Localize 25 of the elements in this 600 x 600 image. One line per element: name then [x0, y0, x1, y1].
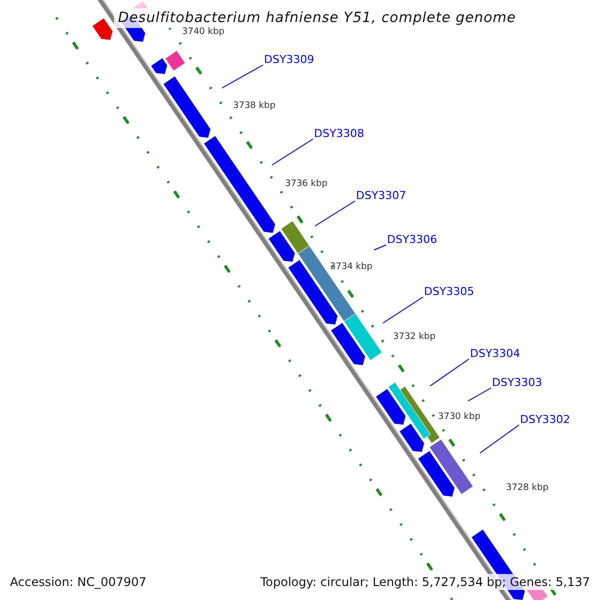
position-label: 3728 kbp [506, 483, 548, 494]
footer-text: Topology: circular; Length: 5,727,534 bp; Genes: 5,137 [258, 574, 592, 590]
gene-label: DSY3306 [387, 233, 438, 247]
gene-label: DSY3309 [264, 53, 314, 67]
position-label: 3740 kbp [182, 27, 224, 38]
gene-label: DSY3304 [470, 347, 520, 361]
gene-label: DSY3302 [520, 413, 570, 427]
gene-label: DSY3305 [424, 285, 474, 299]
leader-line [222, 64, 264, 88]
leader-line [430, 358, 470, 386]
position-label: 3732 kbp [393, 332, 436, 343]
position-label: 3730 kbp [438, 412, 480, 423]
leader-line [374, 244, 386, 250]
position-label: 3736 kbp [285, 179, 328, 190]
position-label: 3738 kbp [233, 101, 276, 112]
gene-label: DSY3303 [492, 376, 542, 390]
leader-line [272, 138, 314, 166]
leader-line [382, 296, 424, 324]
gene-label: DSY3307 [356, 189, 406, 203]
leader-line [314, 200, 356, 226]
footer-text: Accession: NC_007907 [8, 574, 148, 590]
leader-line [468, 388, 492, 402]
leader-line [480, 424, 520, 454]
position-label: 3734 kbp [330, 262, 372, 273]
gene-label: DSY3308 [314, 127, 364, 141]
